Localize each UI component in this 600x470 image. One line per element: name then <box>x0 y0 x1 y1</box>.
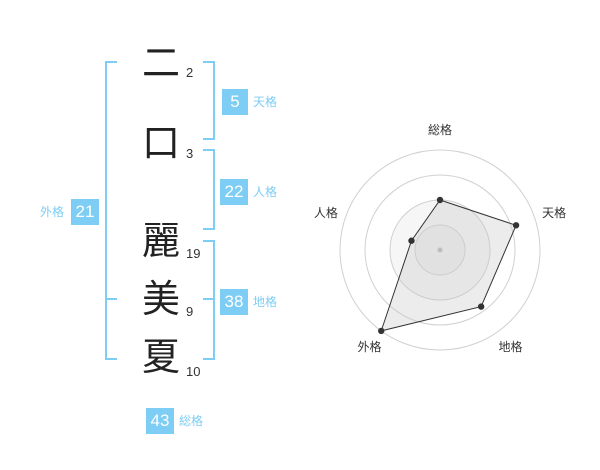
stroke-count-3: 19 <box>186 246 201 261</box>
chikaku-bracket <box>203 240 215 360</box>
soukaku-badge: 43 <box>146 408 174 434</box>
tenkaku-label: 天格 <box>253 95 278 109</box>
radar-axis-label-3: 外格 <box>357 339 381 354</box>
radar-point-3 <box>378 327 385 335</box>
gaikaku-bracket-divider <box>105 298 117 300</box>
radar-axis-label-1: 天格 <box>542 205 566 220</box>
stroke-count-5: 10 <box>186 364 201 379</box>
gaikaku-badge: 21 <box>71 199 99 225</box>
name-char-4: 美 <box>141 277 180 321</box>
stroke-count-1: 2 <box>186 65 194 80</box>
name-char-2: 口 <box>141 121 180 165</box>
jinkaku-badge: 22 <box>220 179 248 205</box>
radar-point-1 <box>512 222 520 229</box>
jinkaku-bracket <box>203 149 215 230</box>
chikaku-bracket-divider <box>203 298 215 300</box>
radar-axis-label-0: 総格 <box>428 122 452 137</box>
gaikaku-bracket <box>105 61 117 360</box>
radar-axis-label-4: 人格 <box>314 205 338 220</box>
jinkaku-label: 人格 <box>253 185 278 199</box>
stroke-count-4: 9 <box>186 304 194 319</box>
stroke-count-2: 3 <box>186 146 194 161</box>
radar-point-0 <box>436 196 444 204</box>
name-char-1: 二 <box>141 41 180 85</box>
radar-axis-label-2: 地格 <box>499 339 523 354</box>
chikaku-label: 地格 <box>253 295 278 309</box>
soukaku-label: 総格 <box>179 414 204 428</box>
gaikaku-label: 外格 <box>40 205 65 219</box>
tenkaku-bracket <box>203 61 215 140</box>
radar-point-2 <box>477 303 485 310</box>
radar-data-polygon <box>380 199 517 332</box>
name-fortune-diagram: 二 口 麗 美 夏 2 3 19 9 10 5 天格 22 人格 38 地格 外… <box>40 41 278 434</box>
chikaku-badge: 38 <box>220 289 248 315</box>
name-char-5: 夏 <box>141 335 180 379</box>
tenkaku-badge: 5 <box>222 89 248 115</box>
radar-center-dot <box>437 247 443 253</box>
radar-point-4 <box>408 237 415 244</box>
name-char-3: 麗 <box>141 219 180 263</box>
